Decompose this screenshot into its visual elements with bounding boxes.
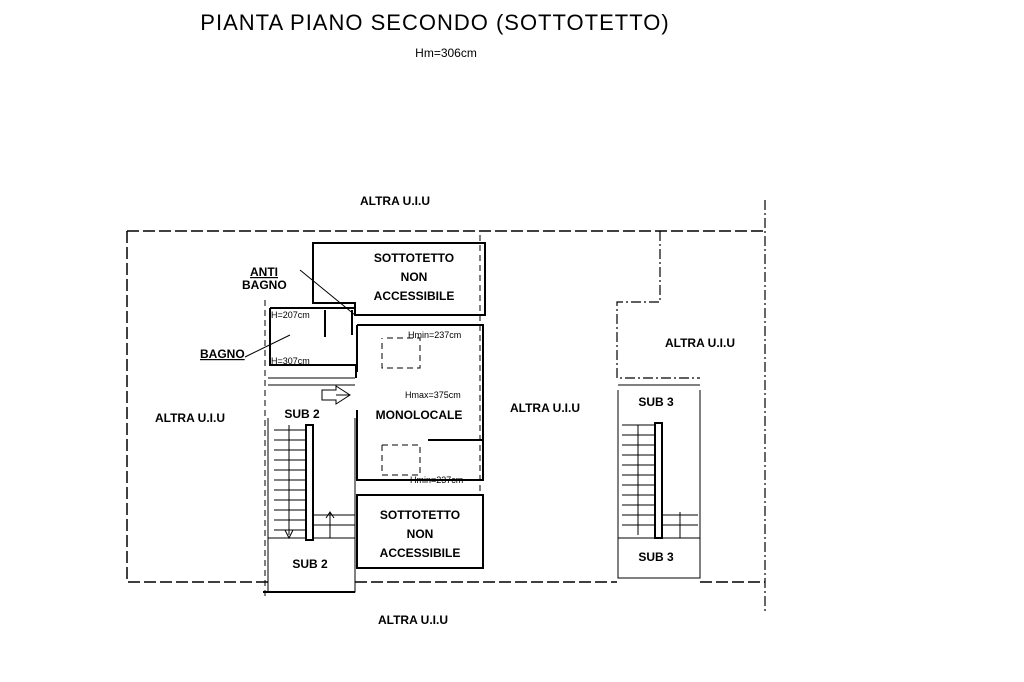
svg-text:NON: NON (401, 270, 428, 284)
svg-text:ACCESSIBILE: ACCESSIBILE (380, 546, 461, 560)
plan-title: PIANTA PIANO SECONDO (SOTTOTETTO) (200, 10, 669, 35)
label-altra-bottom: ALTRA U.I.U (378, 613, 448, 627)
label-sub2-top: SUB 2 (284, 407, 320, 421)
label-bagno: BAGNO (200, 347, 245, 361)
label-altra-right: ALTRA U.I.U (665, 336, 735, 350)
label-h207: H=207cm (271, 310, 310, 320)
svg-text:ACCESSIBILE: ACCESSIBILE (374, 289, 455, 303)
label-hmin-top: Hmin=237cm (408, 330, 461, 340)
sub2-staircase (274, 424, 355, 541)
sub2-walls (244, 235, 486, 600)
label-sub3-bottom: SUB 3 (638, 550, 674, 564)
sottotetto-bottom-label: SOTTOTETTO NON ACCESSIBILE (380, 508, 461, 560)
label-altra-top: ALTRA U.I.U (360, 194, 430, 208)
label-sub3-top: SUB 3 (638, 395, 674, 409)
label-hmax: Hmax=375cm (405, 390, 461, 400)
label-h307: H=307cm (271, 356, 310, 366)
sub3-stair-area (617, 384, 701, 579)
label-sub2-bottom: SUB 2 (292, 557, 328, 571)
label-altra-center: ALTRA U.I.U (510, 401, 580, 415)
outer-boundary (126, 200, 766, 612)
svg-text:NON: NON (407, 527, 434, 541)
svg-text:SOTTOTETTO: SOTTOTETTO (380, 508, 460, 522)
label-hmin-bottom: Hmin=237cm (410, 475, 463, 485)
sottotetto-top-label: SOTTOTETTO NON ACCESSIBILE (374, 251, 455, 303)
average-height: Hm=306cm (415, 46, 477, 60)
label-altra-left: ALTRA U.I.U (155, 411, 225, 425)
svg-text:SOTTOTETTO: SOTTOTETTO (374, 251, 454, 265)
label-anti-bagno: BAGNO (242, 278, 287, 292)
label-anti: ANTI (250, 265, 278, 279)
label-monolocale: MONOLOCALE (376, 408, 463, 422)
